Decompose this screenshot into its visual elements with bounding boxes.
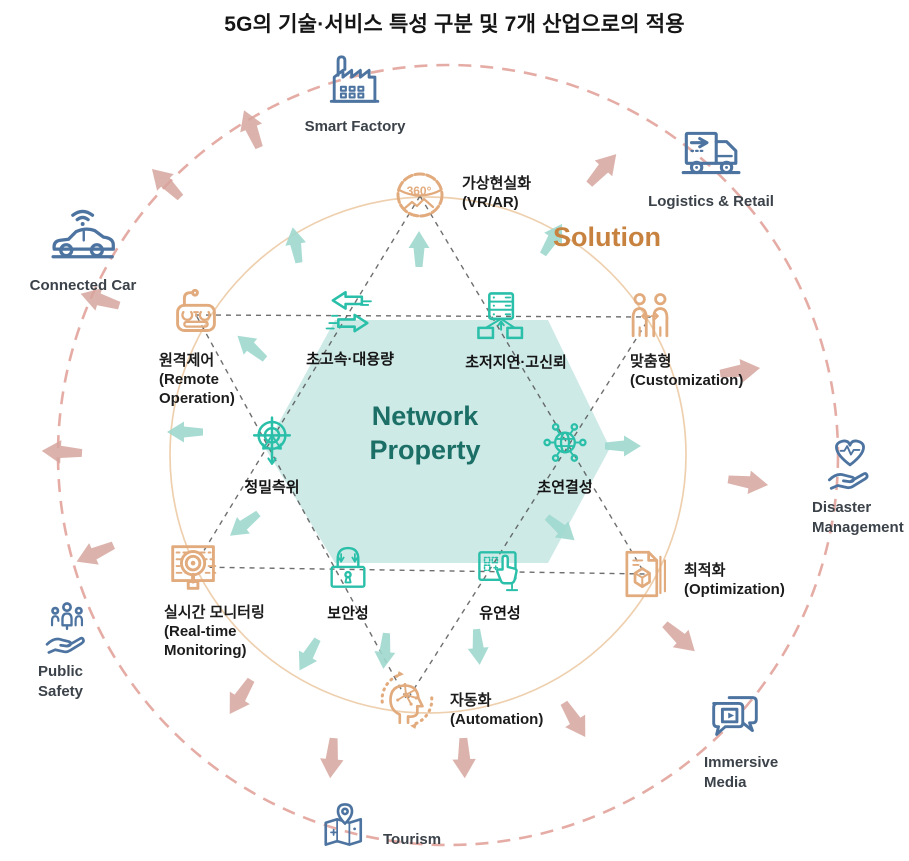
globe-network-icon [543, 423, 587, 462]
hand-people-icon [45, 602, 85, 654]
property-label: 정밀측위 [244, 479, 300, 496]
solution-label-en: (VR/AR) [462, 194, 519, 212]
property-high-speed: 초고속·대용량 [306, 285, 394, 369]
industry-tourism: Tourism [317, 800, 441, 856]
solution-optimization: 최적화 (Optimization) [616, 545, 785, 603]
solution-remote-operation: 원격제어 (Remote Operation) [159, 284, 254, 409]
magnifier-data-icon [171, 545, 217, 590]
two-people-icon [631, 293, 669, 338]
server-network-icon [476, 292, 524, 340]
solution-realtime-monitoring: 실시간 모니터링 (Real-time Monitoring) [164, 536, 265, 661]
industry-smart-factory: Smart Factory [304, 50, 406, 137]
property-flexibility: 유연성 [473, 542, 528, 623]
solution-label-en: (Automation) [450, 711, 544, 729]
media-play-bubbles-icon [712, 696, 758, 736]
industry-label: Public Safety [38, 663, 84, 700]
solution-ring [169, 196, 687, 714]
solution-vr-ar: 360° 가상현실화 (VR/AR) [388, 164, 531, 228]
solution-label-en: (Remote Operation) [159, 371, 235, 408]
solution-customization: 맞춤형 (Customization) [620, 287, 743, 390]
property-label: 초저지연·고신뢰 [465, 354, 567, 371]
solution-label-ko: 원격제어 [159, 352, 215, 369]
solution-label-ko: 자동화 [450, 692, 492, 709]
remote-controller-icon [176, 288, 216, 332]
industry-label: Immersive Media [704, 754, 779, 791]
vr-360-icon: 360° [396, 172, 444, 218]
solution-label-en: (Real-time Monitoring) [164, 623, 247, 660]
ai-head-icon [380, 671, 434, 729]
solution-label-ko: 맞춤형 [630, 353, 672, 370]
solution-triangle-a [194, 314, 652, 702]
property-low-latency: 초저지연·고신뢰 [433, 288, 567, 372]
property-precise-positioning: 정밀측위 [244, 414, 301, 497]
map-pin-icon [324, 803, 363, 846]
industry-label: Tourism [383, 831, 442, 848]
solution-label-ko: 실시간 모니터링 [164, 604, 265, 621]
speed-arrows-icon [325, 290, 372, 333]
industry-immersive-media: Immersive Media [704, 686, 794, 792]
delivery-truck-icon [681, 131, 741, 175]
solution-automation: 자동화 (Automation) [374, 667, 543, 733]
industry-label: Smart Factory [304, 118, 406, 135]
industry-connected-car: Connected Car [29, 201, 137, 296]
solution-label-ko: 최적화 [684, 562, 726, 579]
solution-label-en: (Optimization) [684, 581, 785, 599]
document-cube-icon [625, 550, 667, 598]
diagram-title: 5G의 기술·서비스 특성 구분 및 7개 산업으로의 적용 [224, 13, 685, 36]
property-label: 유연성 [479, 605, 521, 622]
industry-disaster-management: Disaster Management [812, 433, 909, 537]
hand-heart-icon [827, 439, 869, 490]
property-label: 초고속·대용량 [306, 351, 394, 368]
network-property-label: Network Property [369, 401, 481, 465]
industry-logistics-retail: Logistics & Retail [648, 121, 774, 212]
industry-label: Connected Car [29, 277, 137, 294]
solution-label-en: (Customization) [630, 372, 744, 390]
solution-ring-label: Solution [553, 222, 661, 252]
property-hyper-connectivity: 초연결성 [537, 414, 594, 497]
precision-target-icon [252, 416, 292, 465]
network-hexagon [265, 320, 610, 563]
vr-badge-text: 360° [407, 184, 432, 198]
factory-icon [330, 55, 380, 103]
industry-label: Logistics & Retail [648, 193, 774, 210]
touch-screen-icon [478, 551, 519, 592]
connected-car-icon [51, 209, 116, 259]
property-label: 초연결성 [537, 479, 593, 496]
industry-public-safety: Public Safety [38, 599, 96, 701]
solution-label-ko: 가상현실화 [462, 175, 532, 192]
padlock-icon [330, 546, 366, 588]
industry-label: Disaster Management [812, 499, 904, 536]
property-label: 보안성 [327, 605, 369, 622]
property-security: 보안성 [321, 542, 376, 623]
